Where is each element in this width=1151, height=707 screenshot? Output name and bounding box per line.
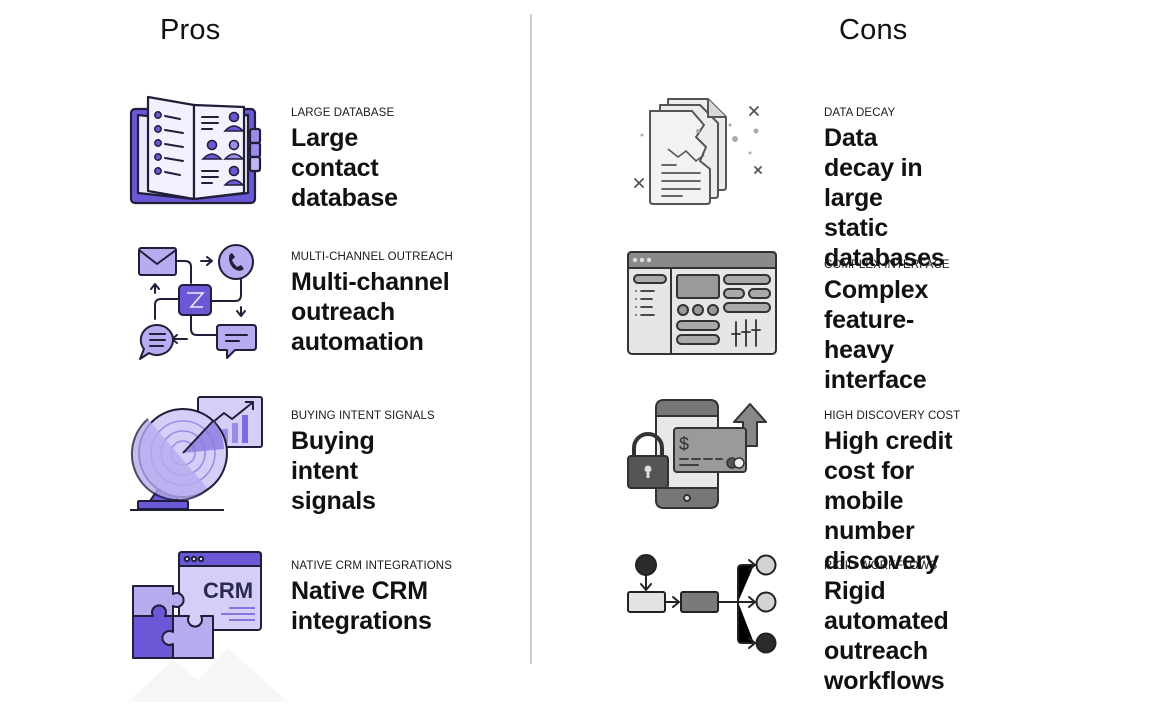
headline-line: Data decay in large — [824, 124, 923, 212]
contact-book-icon — [128, 93, 263, 208]
headline: Complex feature-heavy interface — [824, 275, 950, 395]
dollar-sign: $ — [679, 434, 689, 454]
headline-line: integrations — [291, 607, 432, 635]
rigid-workflow-icon — [626, 553, 781, 655]
headline-line: outreach — [291, 298, 395, 326]
headline-line: outreach workflows — [824, 637, 945, 695]
headline-line: Native CRM — [291, 577, 428, 605]
pros-title: Pros — [160, 14, 221, 46]
headline-line: Complex feature-heavy — [824, 276, 929, 364]
headline: High credit cost for mobile number disco… — [824, 426, 960, 576]
headline: Buying intent signals — [291, 426, 435, 516]
headline: Native CRM integrations — [291, 576, 452, 636]
headline-line: interface — [824, 366, 927, 394]
headline: Rigid automated outreach workflows — [824, 576, 949, 696]
crm-label: CRM — [203, 578, 253, 603]
headline: Large contact database — [291, 123, 398, 213]
headline-line: Multi-channel — [291, 268, 450, 296]
headline-line: signals — [291, 487, 376, 515]
complex-interface-icon — [626, 250, 778, 356]
headline-line: Rigid automated — [824, 577, 949, 635]
headline-line: automation — [291, 328, 424, 356]
mountain-watermark — [128, 640, 298, 707]
headline-line: High credit cost for — [824, 427, 953, 485]
headline: Data decay in large static databases — [824, 123, 945, 273]
multichannel-flow-icon — [135, 243, 260, 363]
headline-line: Large contact — [291, 124, 379, 182]
radar-signal-icon — [128, 393, 268, 515]
kicker: DATA DECAY — [824, 107, 896, 119]
kicker: MULTI-CHANNEL OUTREACH — [291, 251, 453, 263]
kicker: NATIVE CRM INTEGRATIONS — [291, 560, 452, 572]
headline-line: static databases — [824, 214, 945, 272]
crm-puzzle-icon: CRM — [131, 550, 266, 662]
decaying-documents-icon — [630, 95, 770, 207]
cons-title: Cons — [839, 14, 908, 46]
kicker: LARGE DATABASE — [291, 107, 395, 119]
kicker: HIGH DISCOVERY COST — [824, 410, 961, 422]
kicker: COMPLEX INTERFACE — [824, 259, 950, 271]
kicker: BUYING INTENT SIGNALS — [291, 410, 435, 422]
headline: Multi-channel outreach automation — [291, 267, 453, 357]
mobile-credit-cost-icon: $ — [626, 396, 781, 511]
kicker: RIGID WORKFLOWS — [824, 560, 938, 572]
headline-line: database — [291, 184, 398, 212]
column-divider — [530, 14, 532, 664]
headline-line: Buying intent — [291, 427, 375, 485]
headline-line: mobile number discovery — [824, 487, 939, 575]
